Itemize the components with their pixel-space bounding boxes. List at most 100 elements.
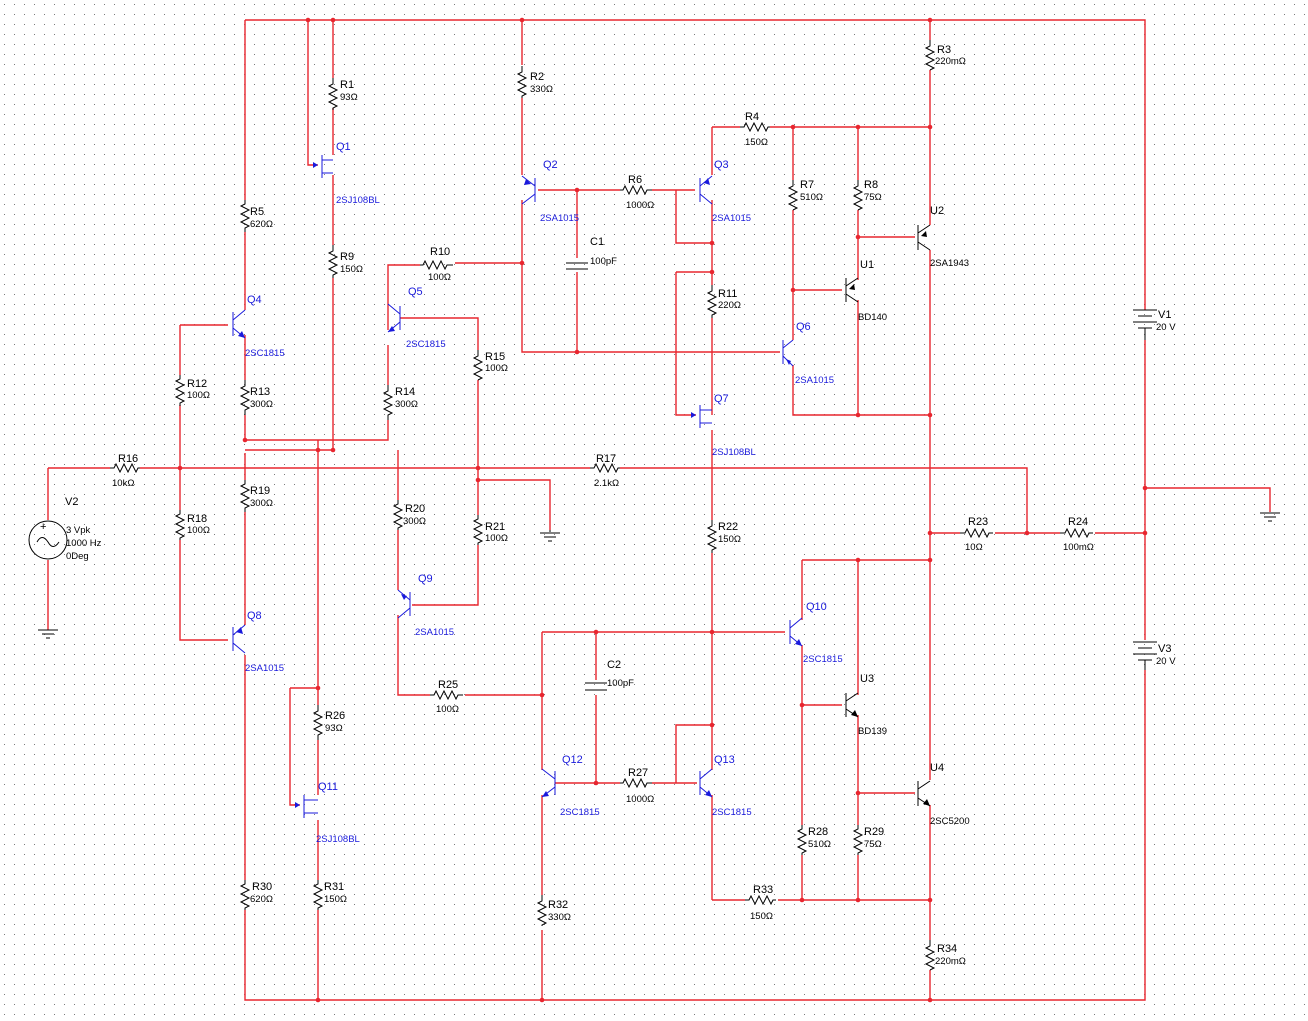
resistor-ref: R4 <box>745 111 759 123</box>
ground-icon <box>38 629 58 639</box>
capacitor-c2[interactable]: C2 100pF <box>585 659 634 691</box>
resistor-value: 100Ω <box>436 704 459 715</box>
transistor-q4[interactable]: Q4 2SC1815 <box>232 294 285 359</box>
transistor-q2[interactable]: Q2 2SA1015 <box>521 159 579 224</box>
dc-source-v3[interactable]: V3 20 V <box>1133 641 1176 670</box>
resistor-value: 150Ω <box>324 894 347 905</box>
resistor-ref: R28 <box>808 826 828 838</box>
power-transistor-u1[interactable]: U1 BD140 <box>845 259 887 323</box>
transistor-ref: Q3 <box>714 159 729 171</box>
transistor-q9[interactable]: Q9 2SA1015 <box>397 573 454 638</box>
resistor-value: 93Ω <box>325 723 343 734</box>
resistor-ref: R23 <box>968 516 988 528</box>
transistor-ref: Q8 <box>247 610 262 622</box>
capacitor-c1[interactable]: C1 100pF <box>566 236 617 270</box>
junctions <box>177 17 1148 1003</box>
resistor-value: 150Ω <box>340 264 363 275</box>
resistor-ref: R6 <box>628 174 642 186</box>
dc-source-v1[interactable]: V1 20 V <box>1133 309 1176 340</box>
transistor-q1[interactable]: Q1 2SJ108BL <box>313 141 380 206</box>
transistor-ref: Q2 <box>543 159 558 171</box>
transistor-ref: Q10 <box>806 601 827 613</box>
source-ref: V2 <box>65 496 78 508</box>
ac-source-v2[interactable]: + V2 3 Vpk 1000 Hz 0Deg <box>28 496 102 562</box>
transistor-ref: Q12 <box>562 754 583 766</box>
resistor-ref: R20 <box>405 503 425 515</box>
transistor-part: 2SA1015 <box>795 375 834 386</box>
power-transistor-u4[interactable]: U4 2SC5200 <box>917 762 970 827</box>
power-transistor-part: 2SA1943 <box>930 258 969 269</box>
resistor-value: 300Ω <box>395 399 418 410</box>
transistor-part: 2SJ108BL <box>336 195 380 206</box>
transistor-ref: Q7 <box>714 393 729 405</box>
resistor-value: 220Ω <box>718 300 741 311</box>
resistor-value: 620Ω <box>250 219 273 230</box>
resistor-ref: R12 <box>187 378 207 390</box>
power-transistor-u2[interactable]: U2 2SA1943 <box>917 205 969 269</box>
transistor-q11[interactable]: Q11 2SJ108BL <box>295 781 360 845</box>
resistor-ref: R19 <box>250 485 270 497</box>
resistor-ref: R26 <box>325 710 345 722</box>
resistor-ref: R10 <box>430 246 450 258</box>
transistor-q6[interactable]: Q6 2SA1015 <box>782 321 834 386</box>
transistor-q13[interactable]: Q13 2SC1815 <box>699 754 752 818</box>
resistor-ref: R9 <box>340 251 354 263</box>
resistor-ref: R33 <box>753 884 773 896</box>
transistor-part: 2SC1815 <box>560 807 600 818</box>
resistor-ref: R34 <box>937 943 957 955</box>
transistor-part: 2SC1815 <box>712 807 752 818</box>
transistor-q5[interactable]: Q5 2SC1815 <box>387 286 446 350</box>
transistor-q8[interactable]: Q8 2SA1015 <box>232 610 284 674</box>
resistor-ref: R7 <box>800 179 814 191</box>
transistor-q3[interactable]: Q3 2SA1015 <box>699 159 751 224</box>
resistor-ref: R30 <box>252 881 272 893</box>
resistor-value: 100Ω <box>187 390 210 401</box>
transistor-q12[interactable]: Q12 2SC1815 <box>541 754 600 818</box>
resistor-ref: R31 <box>324 881 344 893</box>
resistor-value: 300Ω <box>403 516 426 527</box>
power-transistor-u3[interactable]: U3 BD139 <box>845 673 887 737</box>
power-transistor-part: BD140 <box>858 312 887 323</box>
transistor-q10[interactable]: Q10 2SC1815 <box>789 601 843 665</box>
transistor-ref: Q6 <box>796 321 811 333</box>
resistor-ref: R15 <box>485 351 505 363</box>
resistor-value: 620Ω <box>250 894 273 905</box>
transistor-q7[interactable]: Q7 2SJ108BL <box>691 393 756 458</box>
resistor-value: 100Ω <box>485 363 508 374</box>
